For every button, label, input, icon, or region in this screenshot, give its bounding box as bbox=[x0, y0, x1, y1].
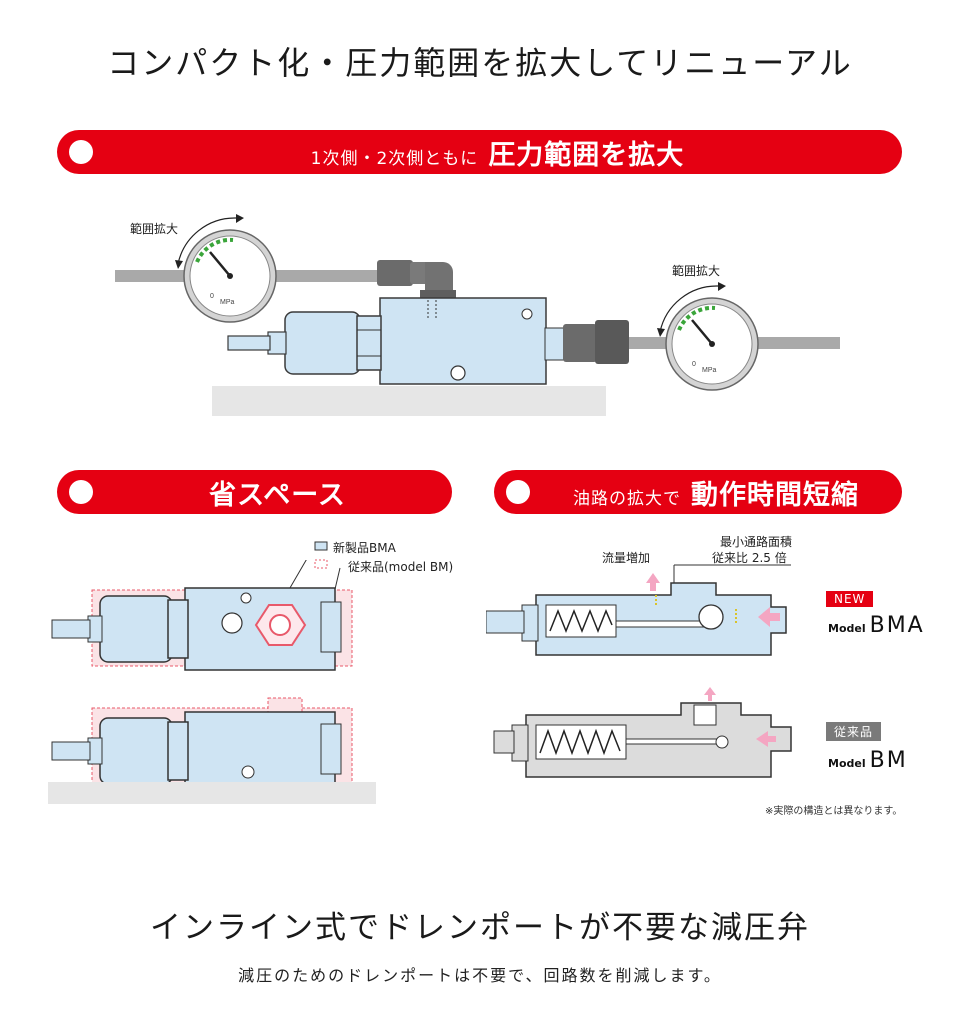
bullet-dot bbox=[69, 140, 93, 164]
page-title: コンパクト化・圧力範囲を拡大してリニューアル bbox=[107, 44, 853, 82]
gauge-zero-label: 0 bbox=[210, 293, 214, 300]
cross-section-bma bbox=[486, 573, 787, 656]
area-label-line2: 従来比 2.5 倍 bbox=[712, 551, 787, 565]
banner-pressure-big: 圧力範囲を拡大 bbox=[488, 139, 685, 171]
pressure-gauge-right: 0 MPa bbox=[665, 297, 759, 391]
gauge-zero-label: 0 bbox=[692, 361, 696, 368]
model-prefix: Model bbox=[828, 622, 866, 635]
right-fitting bbox=[563, 324, 597, 362]
range-label-left: 範囲拡大 bbox=[130, 222, 179, 236]
banner-flow-small: 油路の拡大で bbox=[573, 488, 681, 509]
flow-in-arrow-old bbox=[756, 731, 776, 747]
hex-nut bbox=[356, 315, 382, 371]
flow-out-arrow-old bbox=[704, 687, 716, 701]
range-arc-left bbox=[177, 217, 237, 265]
banner-space-saving: 省スペース bbox=[57, 470, 452, 514]
cross-section-illustration bbox=[486, 564, 792, 778]
pressure-range-illustration: 0 MPa 0 MPa bbox=[115, 214, 840, 416]
pressure-gauge-left: 0 MPa bbox=[183, 229, 277, 323]
old-badge: 従来品 bbox=[826, 722, 882, 741]
range-arc-right bbox=[659, 285, 719, 333]
model-name-bm: BM bbox=[869, 748, 908, 773]
legend-old-swatch bbox=[314, 559, 328, 569]
new-body-bottom bbox=[184, 711, 336, 789]
area-label-line1: 最小通路面積 bbox=[720, 535, 793, 549]
model-name-bma: BMA bbox=[869, 613, 925, 638]
banner-pressure-range: 1次側・2次側ともに圧力範囲を拡大 bbox=[57, 130, 902, 174]
legend-new-label: 新製品BMA bbox=[333, 541, 396, 555]
new-badge: NEW bbox=[826, 591, 874, 607]
floor-base bbox=[212, 386, 606, 416]
model-prefix: Model bbox=[828, 757, 866, 770]
footer-subtitle: 減圧のためのドレンポートは不要で、回路数を削減します。 bbox=[238, 966, 722, 985]
footer-title: インライン式でドレンポートが不要な減圧弁 bbox=[150, 910, 810, 946]
bullet-dot bbox=[69, 480, 93, 504]
legend-new-swatch bbox=[314, 541, 328, 551]
gauge-unit-label: MPa bbox=[220, 299, 235, 306]
bullet-dot bbox=[506, 480, 530, 504]
gauge-unit-label: MPa bbox=[702, 367, 717, 374]
port-hole-small bbox=[521, 308, 533, 320]
floor-base bbox=[48, 782, 376, 804]
cylinder bbox=[284, 311, 361, 375]
banner-flow-big: 動作時間短縮 bbox=[691, 479, 859, 511]
space-saving-illustration bbox=[48, 560, 376, 804]
banner-pressure-small: 1次側・2次側ともに bbox=[310, 148, 479, 169]
flow-out-arrow-new bbox=[646, 573, 660, 591]
flow-in-arrow-new bbox=[758, 607, 780, 627]
banner-space-big: 省スペース bbox=[209, 479, 346, 511]
legend-swatches bbox=[314, 541, 328, 569]
structure-note: ※実際の構造とは異なります。 bbox=[765, 806, 903, 817]
legend-old-label: 従来品(model BM) bbox=[348, 560, 454, 574]
flow-increase-label: 流量増加 bbox=[602, 551, 651, 565]
adjust-stem bbox=[227, 335, 271, 351]
range-label-right: 範囲拡大 bbox=[672, 264, 721, 278]
cross-section-bm bbox=[493, 687, 792, 778]
port-hole bbox=[450, 365, 466, 381]
banner-flow-path: 油路の拡大で動作時間短縮 bbox=[494, 470, 902, 514]
